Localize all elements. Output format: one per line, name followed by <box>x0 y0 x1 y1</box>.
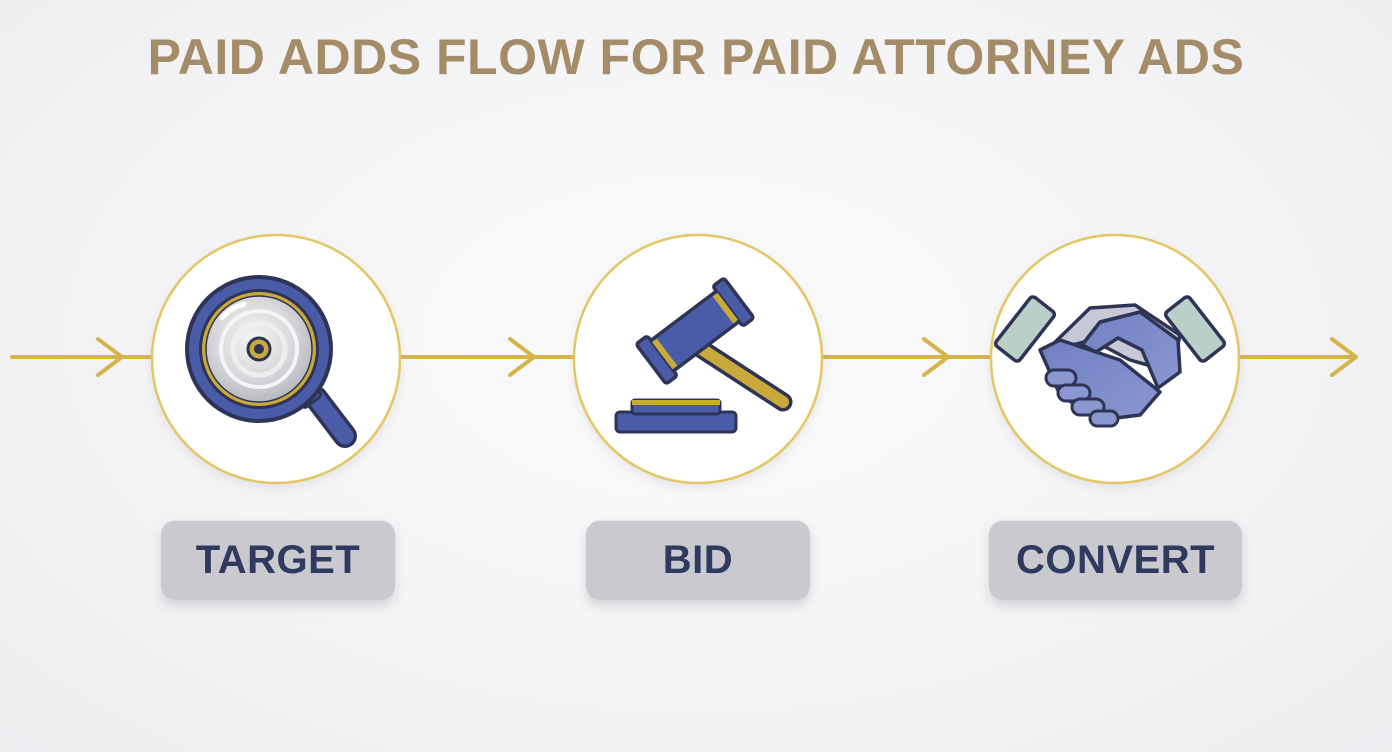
arrowhead-start <box>96 337 124 377</box>
flow-connectors <box>10 337 1358 377</box>
step-label-convert: CONVERT <box>989 520 1242 600</box>
gavel-icon <box>614 277 793 434</box>
step-label-text: TARGET <box>195 537 361 582</box>
handshake-icon <box>993 295 1227 428</box>
step-label-bid: BID <box>586 520 810 600</box>
arrowhead-1 <box>508 337 536 377</box>
step-label-target: TARGET <box>161 520 395 600</box>
magnifying-glass-icon <box>185 275 357 448</box>
arrowhead-end <box>1330 337 1358 377</box>
arrowhead-2 <box>922 337 950 377</box>
step-label-text: CONVERT <box>1015 537 1216 582</box>
step-circle-bid <box>572 233 824 485</box>
step-label-text: BID <box>662 537 734 582</box>
diagram-title: PAID ADDS FLOW FOR PAID ATTORNEY ADS <box>147 29 1245 85</box>
